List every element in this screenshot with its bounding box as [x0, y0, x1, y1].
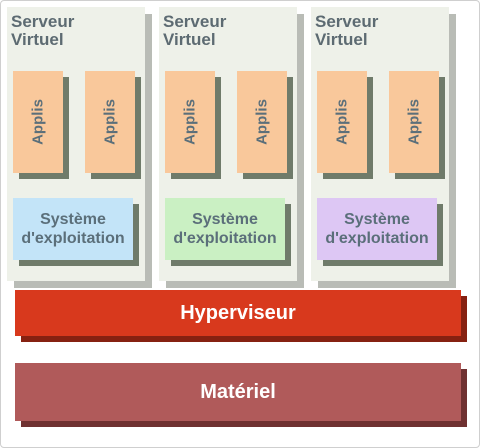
operating-system-block: Système d'exploitation — [317, 198, 437, 260]
virtual-server-1: Serveur Virtuel Applis Applis Système d'… — [7, 7, 145, 281]
application-label: Applis — [29, 99, 47, 145]
os-label-line2: d'exploitation — [21, 230, 125, 247]
os-label-line1: Système — [40, 211, 106, 228]
application-label: Applis — [405, 99, 423, 145]
virtual-server-title: Serveur Virtuel — [163, 12, 227, 49]
application-label: Applis — [333, 99, 351, 145]
application-block: Applis — [389, 71, 439, 173]
os-label-line1: Système — [192, 211, 258, 228]
application-label: Applis — [181, 99, 199, 145]
application-block: Applis — [317, 71, 367, 173]
os-label-line2: d'exploitation — [173, 230, 277, 247]
virtual-server-title: Serveur Virtuel — [11, 12, 75, 49]
application-block: Applis — [13, 71, 63, 173]
virtual-server-title: Serveur Virtuel — [315, 12, 379, 49]
virtual-server-2: Serveur Virtuel Applis Applis Système d'… — [159, 7, 297, 281]
application-label: Applis — [253, 99, 271, 145]
application-label: Applis — [101, 99, 119, 145]
virtual-server-3: Serveur Virtuel Applis Applis Système d'… — [311, 7, 449, 281]
hypervisor-layer: Hyperviseur — [15, 290, 461, 336]
application-block: Applis — [85, 71, 135, 173]
application-block: Applis — [237, 71, 287, 173]
os-label-line2: d'exploitation — [325, 230, 429, 247]
operating-system-block: Système d'exploitation — [165, 198, 285, 260]
application-block: Applis — [165, 71, 215, 173]
hardware-layer: Matériel — [15, 363, 461, 421]
os-label-line1: Système — [344, 211, 410, 228]
operating-system-block: Système d'exploitation — [13, 198, 133, 260]
